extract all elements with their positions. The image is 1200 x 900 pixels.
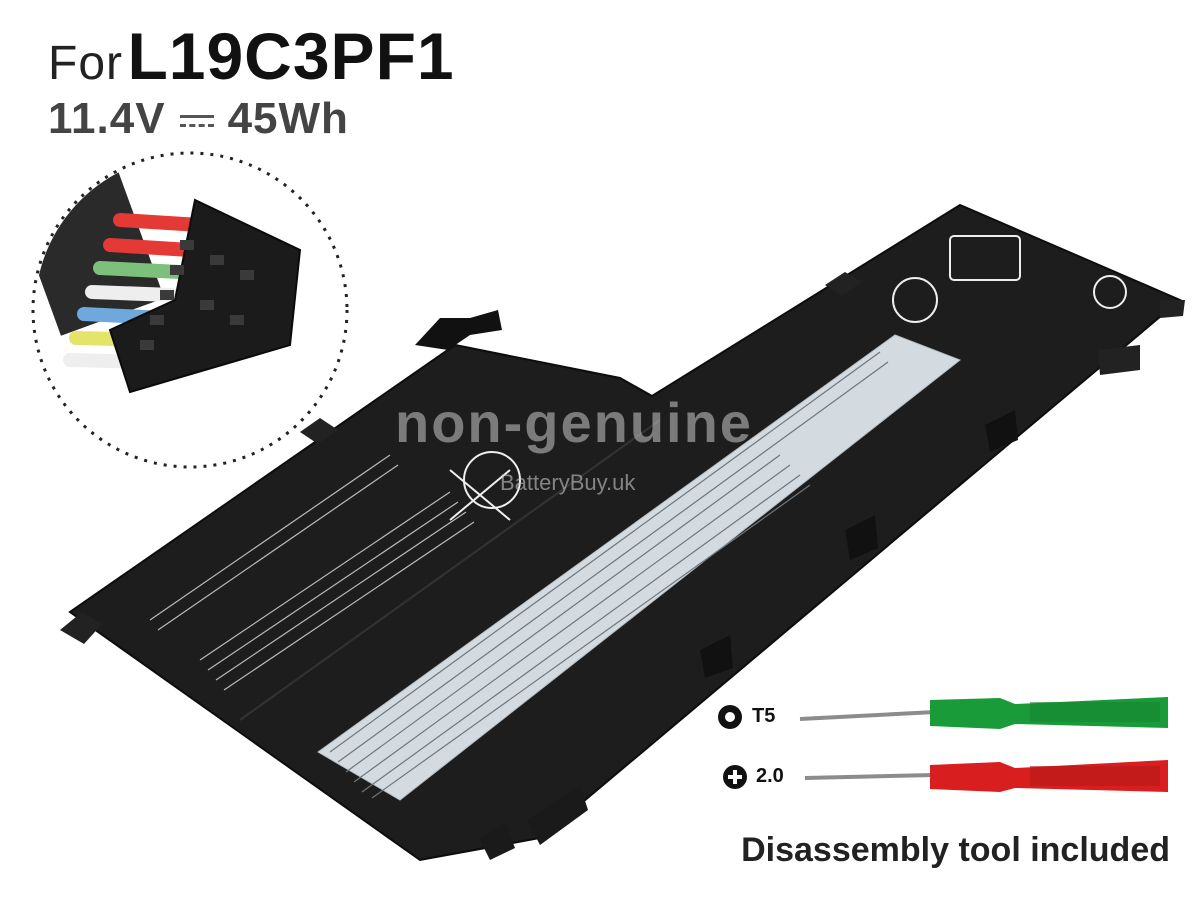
title-prefix: For: [48, 37, 123, 90]
product-title: For L19C3PF1: [48, 18, 455, 94]
tool-label-phillips: 2.0: [756, 765, 784, 787]
capacity: 45Wh: [227, 94, 349, 143]
phillips-icon: [723, 765, 747, 789]
dc-symbol-icon: [179, 109, 214, 133]
model-number: L19C3PF1: [127, 19, 455, 93]
watermark-sub: BatteryBuy.uk: [500, 470, 636, 495]
battery-spec: 11.4V 45Wh: [48, 94, 349, 144]
connector-zoom: [31, 151, 349, 469]
disassembly-tool-caption: Disassembly tool included: [741, 831, 1170, 869]
screwdriver-t5: [799, 697, 1168, 729]
voltage: 11.4V: [48, 94, 166, 143]
screwdriver-phillips: [804, 760, 1168, 792]
tool-label-t5: T5: [752, 705, 776, 727]
spec-text-lines: [149, 454, 475, 691]
watermark-main: non-genuine: [395, 391, 753, 454]
warning-label-text-lines: [329, 351, 889, 799]
torx-icon: [718, 705, 742, 729]
certification-logos: [449, 235, 1127, 521]
